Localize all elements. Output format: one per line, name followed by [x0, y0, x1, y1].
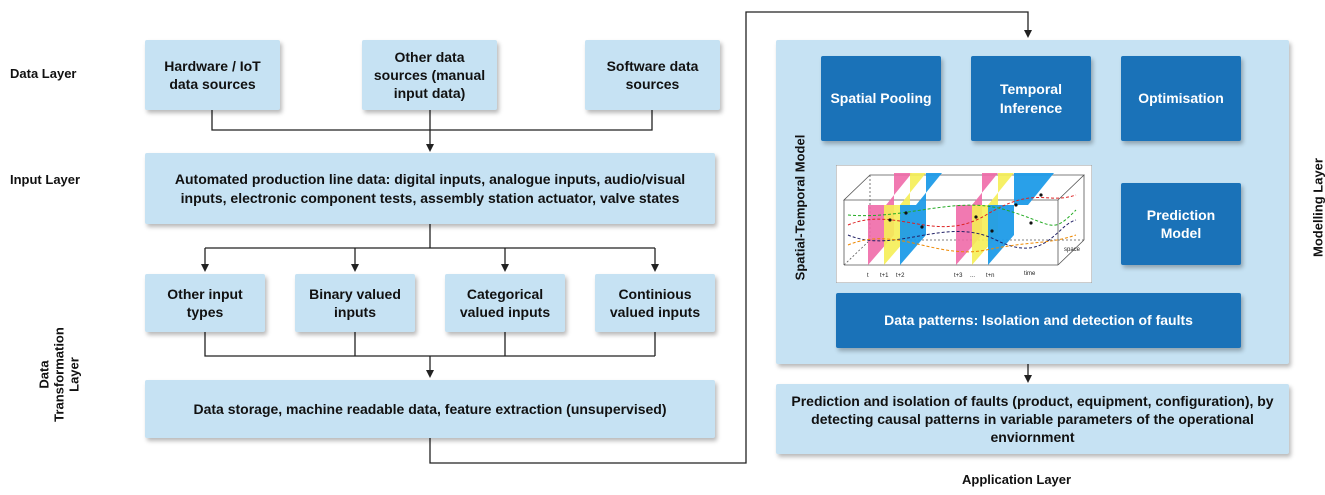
- slice-tn: [988, 173, 1054, 265]
- hardware-sources-box: Hardware / IoT data sources: [145, 40, 280, 110]
- spatial-pooling-box: Spatial Pooling: [821, 56, 941, 141]
- temporal-inference-box: Temporal Inference: [971, 56, 1091, 141]
- connector-hardware: [211, 110, 430, 131]
- software-sources-text: Software data sources: [606, 57, 699, 92]
- spatial-temporal-figure: t t+1 t+2 t+3 ... t+n time space: [836, 165, 1092, 283]
- transformation-label-line3: Layer: [66, 357, 82, 392]
- label-tn: t+n: [986, 273, 995, 279]
- application-box: Prediction and isolation of faults (prod…: [776, 384, 1289, 454]
- binary-inputs-box: Binary valued inputs: [295, 274, 415, 332]
- data-storage-box: Data storage, machine readable data, fea…: [145, 380, 715, 438]
- connector-to-model: [429, 11, 1032, 464]
- label-dots: ...: [970, 273, 975, 279]
- software-sources-box: Software data sources: [585, 40, 720, 110]
- binary-inputs-text: Binary valued inputs: [309, 285, 401, 320]
- prediction-model-text: Prediction Model: [1146, 206, 1216, 241]
- label-t3: t+3: [954, 273, 963, 279]
- spatial-pooling-text: Spatial Pooling: [830, 90, 932, 107]
- label-t: t: [867, 273, 869, 279]
- continuous-inputs-box: Continious valued inputs: [595, 274, 715, 332]
- optimisation-box: Optimisation: [1121, 56, 1241, 141]
- temporal-inference-text: Temporal Inference: [999, 81, 1063, 116]
- label-t1: t+1: [880, 273, 889, 279]
- transformation-layer-label: Data Transformation Layer: [37, 320, 82, 430]
- data-patterns-box: Data patterns: Isolation and detection o…: [836, 293, 1241, 348]
- other-input-types-box: Other input types: [145, 274, 265, 332]
- optimisation-text: Optimisation: [1138, 90, 1224, 107]
- other-sources-box: Other data sources (manual input data): [362, 40, 497, 110]
- input-layer-label: Input Layer: [10, 172, 81, 187]
- label-t2: t+2: [896, 273, 905, 279]
- slice-t2: [900, 173, 942, 265]
- input-data-text: Automated production line data: digital …: [174, 171, 686, 206]
- other-input-types-text: Other input types: [167, 285, 243, 320]
- application-text: Prediction and isolation of faults (prod…: [791, 392, 1274, 446]
- categorical-inputs-text: Categorical valued inputs: [459, 285, 551, 320]
- data-patterns-text: Data patterns: Isolation and detection o…: [884, 312, 1193, 329]
- other-sources-text: Other data sources (manual input data): [373, 48, 486, 102]
- modelling-layer-label: Modelling Layer: [1310, 158, 1325, 257]
- connector-software: [430, 110, 653, 131]
- input-data-box: Automated production line data: digital …: [145, 153, 715, 224]
- spatial-temporal-model-label: Spatial-Temporal Model: [792, 134, 808, 281]
- data-storage-text: Data storage, machine readable data, fea…: [193, 400, 667, 417]
- hardware-sources-text: Hardware / IoT data sources: [164, 57, 261, 92]
- data-layer-label: Data Layer: [10, 66, 77, 81]
- label-space: space: [1064, 247, 1081, 253]
- label-time: time: [1024, 271, 1036, 277]
- prediction-model-box: Prediction Model: [1121, 183, 1241, 265]
- transformation-label-line2: Transformation: [51, 327, 67, 422]
- connector-types-merge: [204, 332, 656, 357]
- continuous-inputs-text: Continious valued inputs: [609, 285, 701, 320]
- categorical-inputs-box: Categorical valued inputs: [445, 274, 565, 332]
- transformation-label-line1: Data: [36, 360, 52, 389]
- application-layer-label: Application Layer: [962, 472, 1072, 487]
